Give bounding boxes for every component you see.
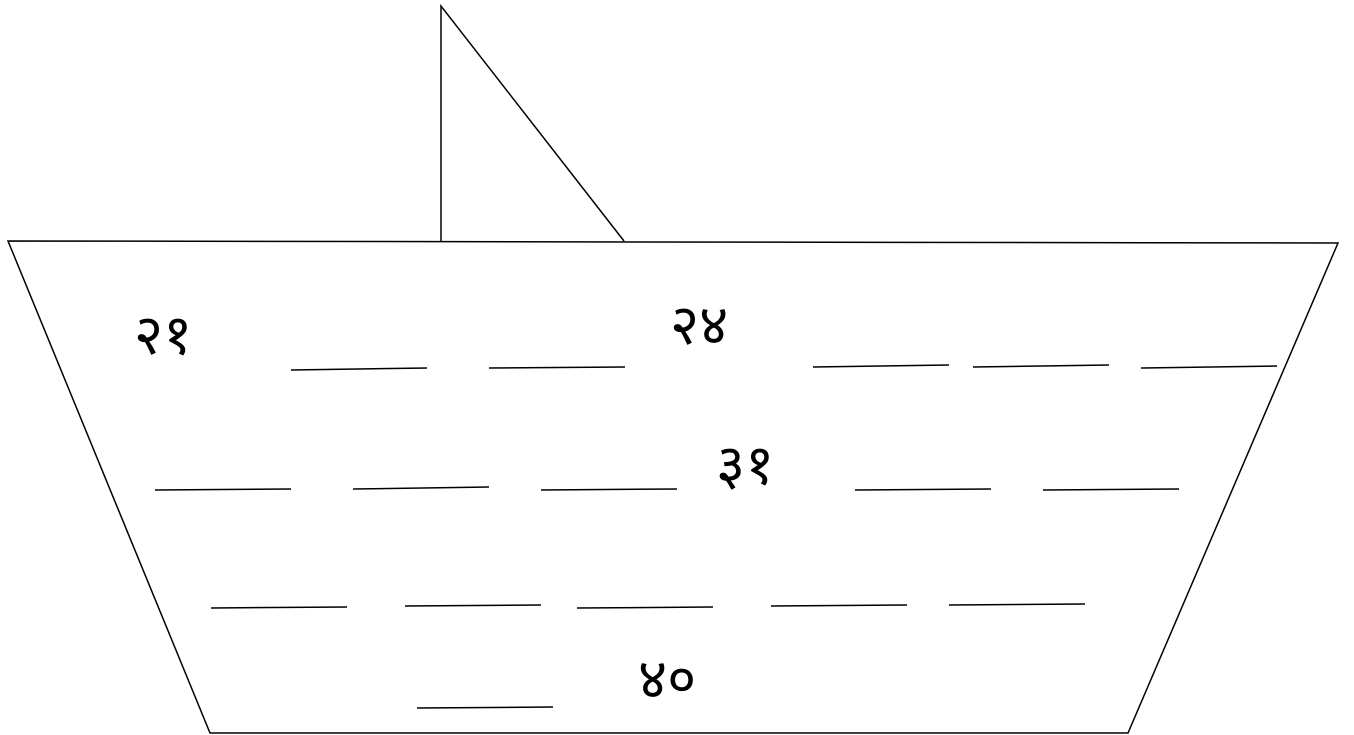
blank-32[interactable] <box>854 488 992 491</box>
blank-37[interactable] <box>770 604 908 607</box>
blank-29[interactable] <box>352 486 490 490</box>
blank-23[interactable] <box>488 366 626 369</box>
boat-hull <box>6 240 1340 734</box>
blank-36[interactable] <box>576 606 714 609</box>
blank-33[interactable] <box>1042 488 1180 491</box>
blank-35[interactable] <box>404 604 542 607</box>
blank-27[interactable] <box>1140 365 1278 369</box>
blank-30[interactable] <box>540 488 678 491</box>
blank-26[interactable] <box>972 364 1110 368</box>
blank-38[interactable] <box>948 603 1086 606</box>
blank-34[interactable] <box>210 606 348 609</box>
given-number-21: २१ <box>134 303 192 368</box>
blank-28[interactable] <box>154 488 292 491</box>
given-number-24: २४ <box>670 293 728 358</box>
blank-39[interactable] <box>416 706 554 709</box>
boat-sail <box>440 3 625 242</box>
given-number-40: ४० <box>638 647 696 712</box>
given-number-31: ३१ <box>716 433 774 498</box>
blank-22[interactable] <box>290 367 428 371</box>
blank-25[interactable] <box>812 364 950 368</box>
